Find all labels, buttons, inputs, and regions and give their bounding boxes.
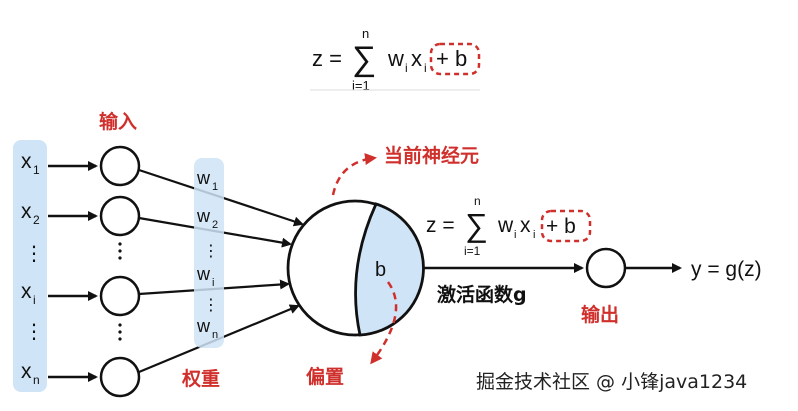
input-node-2 <box>99 195 141 237</box>
formula-sum-top: n <box>362 26 369 41</box>
rformula-bias-term: + b <box>546 215 576 238</box>
rformula-w-sub: i <box>514 229 516 241</box>
rformula-sum-top: n <box>474 194 481 208</box>
formula-x: x <box>411 46 422 71</box>
weight-wn: w n <box>196 316 218 341</box>
bias-label: 偏置 <box>306 365 344 388</box>
rformula-sigma: ∑ <box>465 207 488 243</box>
input-xn: x n <box>21 360 40 387</box>
output-label: 输出 <box>581 303 619 326</box>
input-xi-var: x <box>21 280 32 303</box>
current-neuron-label: 当前神经元 <box>384 144 479 167</box>
weight-ellipsis-1: ⋮ <box>203 243 219 260</box>
formula-x-sub: i <box>424 61 427 75</box>
input-x1-sub: 1 <box>33 163 40 177</box>
weights-band <box>194 158 224 348</box>
formula-w-sub: i <box>405 61 408 75</box>
neuron: b <box>286 199 425 337</box>
weights-title: 权重 <box>181 367 220 390</box>
weight-w2-var: w <box>196 206 211 226</box>
neuron-bias-symbol: b <box>375 259 386 281</box>
rformula-bias-box <box>540 209 592 243</box>
weight-ellipsis-2: ⋮ <box>203 297 219 314</box>
rformula-w: w <box>497 214 514 237</box>
weight-w2-sub: 2 <box>212 219 218 231</box>
formula-sum-bottom: i=1 <box>352 78 370 93</box>
weight-w1-var: w <box>196 168 211 188</box>
input-xi: x i <box>21 280 36 307</box>
weight-wn-sub: n <box>212 329 218 341</box>
input-x2-var: x <box>21 200 32 223</box>
formula-z: z = <box>312 46 342 71</box>
input-x2: x 2 <box>21 200 40 227</box>
bias-pointer <box>370 281 398 365</box>
weight-w1: w 1 <box>196 168 218 193</box>
input-x1: x 1 <box>21 150 40 177</box>
formula-bias-term: + b <box>436 46 467 71</box>
input-nodes <box>99 145 141 398</box>
input-x1-var: x <box>21 150 32 173</box>
rformula-sum-bottom: i=1 <box>464 244 481 258</box>
rformula-z: z = <box>426 214 455 237</box>
top-formula: z = n ∑ i=1 w i x i + b <box>310 26 481 93</box>
output-node <box>585 247 627 289</box>
input-node-1 <box>99 145 141 187</box>
weight-w2: w 2 <box>196 206 218 231</box>
input-arrows <box>48 161 98 382</box>
watermark: 掘金技术社区 @ 小锋java1234 <box>476 371 747 393</box>
input-x2-sub: 2 <box>33 213 40 227</box>
input-xn-var: x <box>21 360 32 383</box>
weight-w1-sub: 1 <box>212 181 218 193</box>
input-xi-sub: i <box>33 293 36 307</box>
weight-wi: w i <box>196 264 214 289</box>
formula-w: w <box>387 46 404 71</box>
input-node-i <box>99 275 141 317</box>
inputs-title: 输入 <box>99 110 137 133</box>
input-ellipsis-2: ⋮ <box>24 321 44 343</box>
activation-label: 激活函数g <box>437 283 527 306</box>
output-formula: y = g(z) <box>691 258 762 281</box>
inputs-band <box>13 140 47 392</box>
rformula-x-sub: i <box>533 229 535 241</box>
node-ellipsis <box>118 242 122 341</box>
input-ellipsis-1: ⋮ <box>24 243 44 265</box>
weight-wi-sub: i <box>212 277 214 289</box>
weight-wi-var: w <box>196 264 211 284</box>
bias-highlight-box <box>429 42 481 76</box>
neuron-bias-region <box>354 202 425 337</box>
rformula-x: x <box>520 214 531 237</box>
input-node-n <box>99 356 141 398</box>
input-xn-sub: n <box>33 373 40 387</box>
right-formula: z = n ∑ i=1 w i x i + b <box>426 194 592 258</box>
weight-wn-var: w <box>196 316 211 336</box>
current-neuron-pointer <box>331 153 377 196</box>
formula-sigma: ∑ <box>352 40 376 78</box>
